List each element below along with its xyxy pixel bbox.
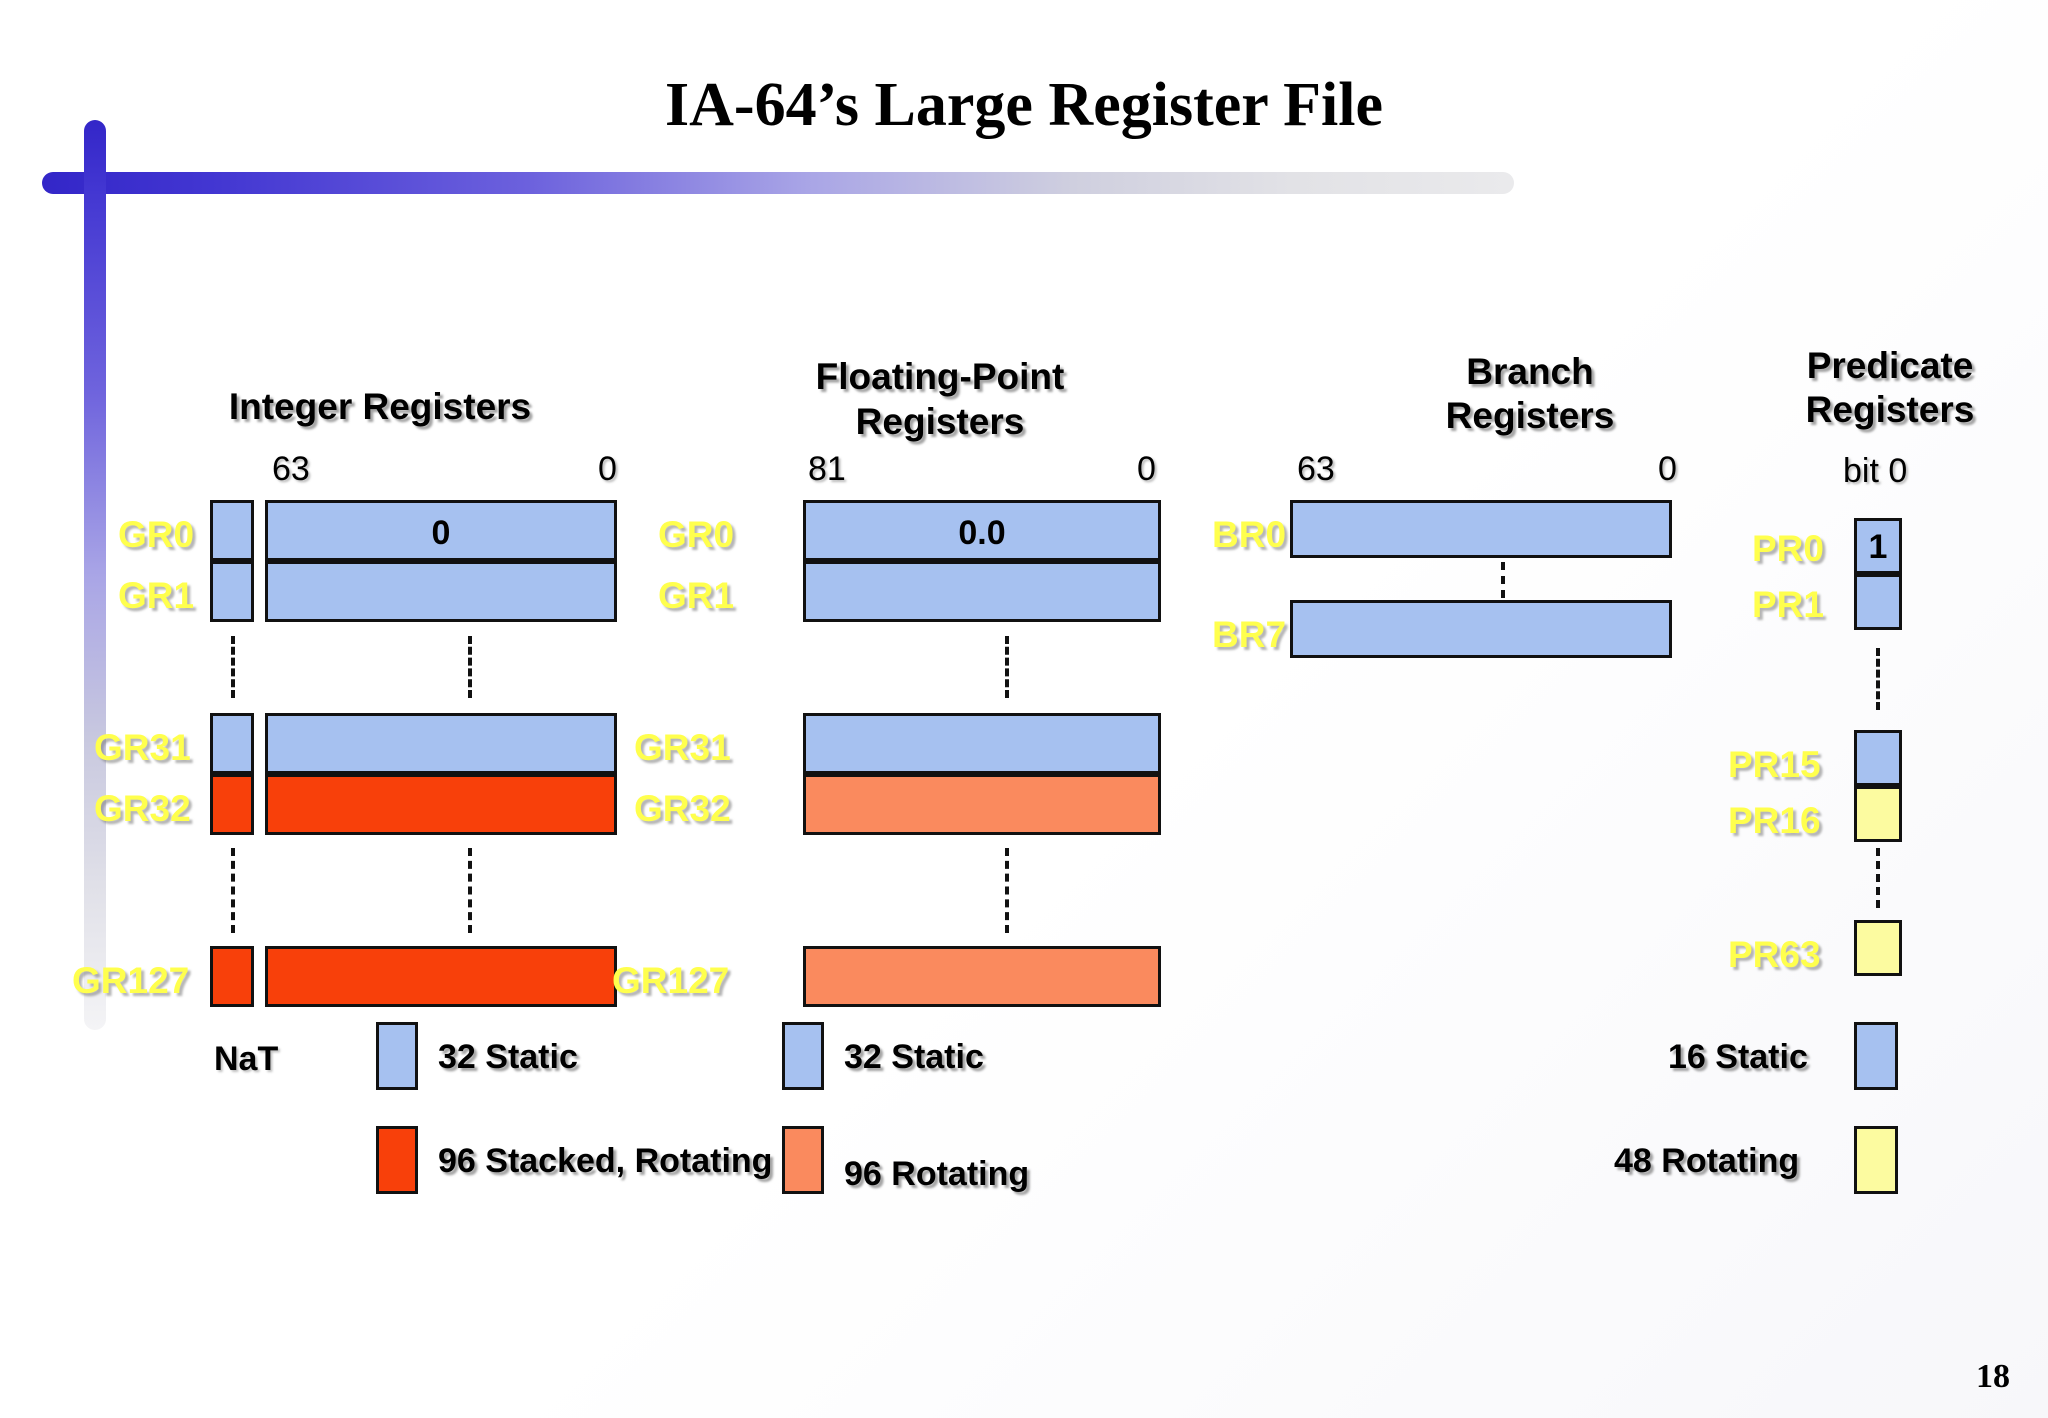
integer-nat-dashed-lower <box>231 848 235 933</box>
integer-bit-left-label: 63 <box>272 450 310 488</box>
integer-legend-swatch-rotating <box>376 1126 418 1194</box>
predicate-row-label-pr0: PR0 <box>1752 528 1824 569</box>
integer-box-gr32 <box>265 774 617 835</box>
fp-box-gr127 <box>803 946 1161 1007</box>
integer-nat-box-gr0 <box>210 500 254 561</box>
integer-row-label-gr32: GR32 <box>94 788 191 829</box>
branch-bit-right-label: 0 <box>1658 450 1677 488</box>
predicate-box-pr1 <box>1854 574 1902 630</box>
decorative-horizontal-bar <box>42 172 1514 194</box>
branch-row-label-br0: BR0 <box>1212 514 1287 555</box>
fp-row-label-gr0: GR0 <box>658 514 735 555</box>
predicate-legend-label-static: 16 Static <box>1668 1038 1808 1076</box>
integer-legend-swatch-static <box>376 1022 418 1090</box>
branch-bit-left-label: 63 <box>1297 450 1335 488</box>
fp-row-label-gr127: GR127 <box>612 960 730 1001</box>
integer-row-label-gr127: GR127 <box>72 960 190 1001</box>
predicate-box-pr63 <box>1854 920 1902 976</box>
predicate-box-pr16 <box>1854 786 1902 842</box>
predicate-row-label-pr16: PR16 <box>1728 800 1821 841</box>
branch-row-label-br7: BR7 <box>1212 614 1287 655</box>
integer-box-gr127 <box>265 946 617 1007</box>
integer-row-label-gr31: GR31 <box>94 727 191 768</box>
fp-registers-heading-line2: Registers <box>855 401 1025 442</box>
fp-legend-swatch-static <box>782 1022 824 1090</box>
decorative-vertical-bar <box>84 120 106 1030</box>
predicate-row-label-pr15: PR15 <box>1728 744 1821 785</box>
fp-box-gr1 <box>803 561 1161 622</box>
fp-row-label-gr31: GR31 <box>634 727 731 768</box>
integer-row-label-gr1: GR1 <box>118 575 195 616</box>
fp-box-dashed-lower <box>1005 848 1009 933</box>
predicate-box-pr15 <box>1854 730 1902 786</box>
integer-bit-right-label: 0 <box>598 450 617 488</box>
integer-nat-dashed-upper <box>231 636 235 698</box>
fp-box-gr32 <box>803 774 1161 835</box>
page-number: 18 <box>1976 1358 2010 1395</box>
integer-box-gr31 <box>265 713 617 774</box>
integer-box-dashed-lower <box>468 848 472 933</box>
predicate-row-label-pr1: PR1 <box>1752 584 1824 625</box>
fp-row-label-gr1: GR1 <box>658 575 735 616</box>
predicate-registers-heading-line1: Predicate <box>1806 345 1974 386</box>
integer-nat-box-gr127 <box>210 946 254 1007</box>
predicate-bit-label: bit 0 <box>1843 452 1908 490</box>
predicate-value-pr0: 1 <box>1868 528 1888 566</box>
fp-value-gr0: 0.0 <box>958 514 1006 552</box>
integer-box-dashed-upper <box>468 636 472 698</box>
fp-box-gr0 <box>803 500 1161 561</box>
predicate-row-label-pr63: PR63 <box>1728 934 1821 975</box>
integer-value-gr0: 0 <box>431 514 451 552</box>
branch-registers-heading-line2: Registers <box>1445 395 1615 436</box>
fp-legend-label-rotating: 96 Rotating <box>844 1155 1030 1193</box>
fp-legend-label-static: 32 Static <box>844 1038 984 1076</box>
predicate-box-pr0 <box>1854 518 1902 574</box>
integer-legend-label-rotating: 96 Stacked, Rotating <box>438 1142 773 1180</box>
fp-bit-left-label: 81 <box>808 450 846 488</box>
branch-box-dashed <box>1501 562 1505 598</box>
branch-box-br7 <box>1290 600 1672 658</box>
integer-nat-box-gr1 <box>210 561 254 622</box>
predicate-box-dashed-upper <box>1876 648 1880 710</box>
predicate-registers-heading-line2: Registers <box>1805 389 1975 430</box>
fp-box-dashed-upper <box>1005 636 1009 698</box>
integer-registers-heading: Integer Registers <box>228 386 532 427</box>
integer-legend-label-static: 32 Static <box>438 1038 578 1076</box>
integer-box-gr1 <box>265 561 617 622</box>
fp-box-gr31 <box>803 713 1161 774</box>
fp-registers-heading-line1: Floating-Point <box>815 356 1065 397</box>
integer-row-label-gr0: GR0 <box>118 514 195 555</box>
predicate-legend-label-rotating: 48 Rotating <box>1614 1142 1800 1180</box>
predicate-legend-swatch-static <box>1854 1022 1898 1090</box>
nat-label: NaT <box>214 1040 279 1078</box>
branch-registers-heading-line1: Branch <box>1466 351 1594 392</box>
page-title: IA-64’s Large Register File <box>665 71 1383 139</box>
predicate-legend-swatch-rotating <box>1854 1126 1898 1194</box>
fp-row-label-gr32: GR32 <box>634 788 731 829</box>
integer-nat-box-gr31 <box>210 713 254 774</box>
integer-box-gr0 <box>265 500 617 561</box>
integer-nat-box-gr32 <box>210 774 254 835</box>
predicate-box-dashed-lower <box>1876 848 1880 908</box>
branch-box-br0 <box>1290 500 1672 558</box>
fp-legend-swatch-rotating <box>782 1126 824 1194</box>
fp-bit-right-label: 0 <box>1137 450 1156 488</box>
